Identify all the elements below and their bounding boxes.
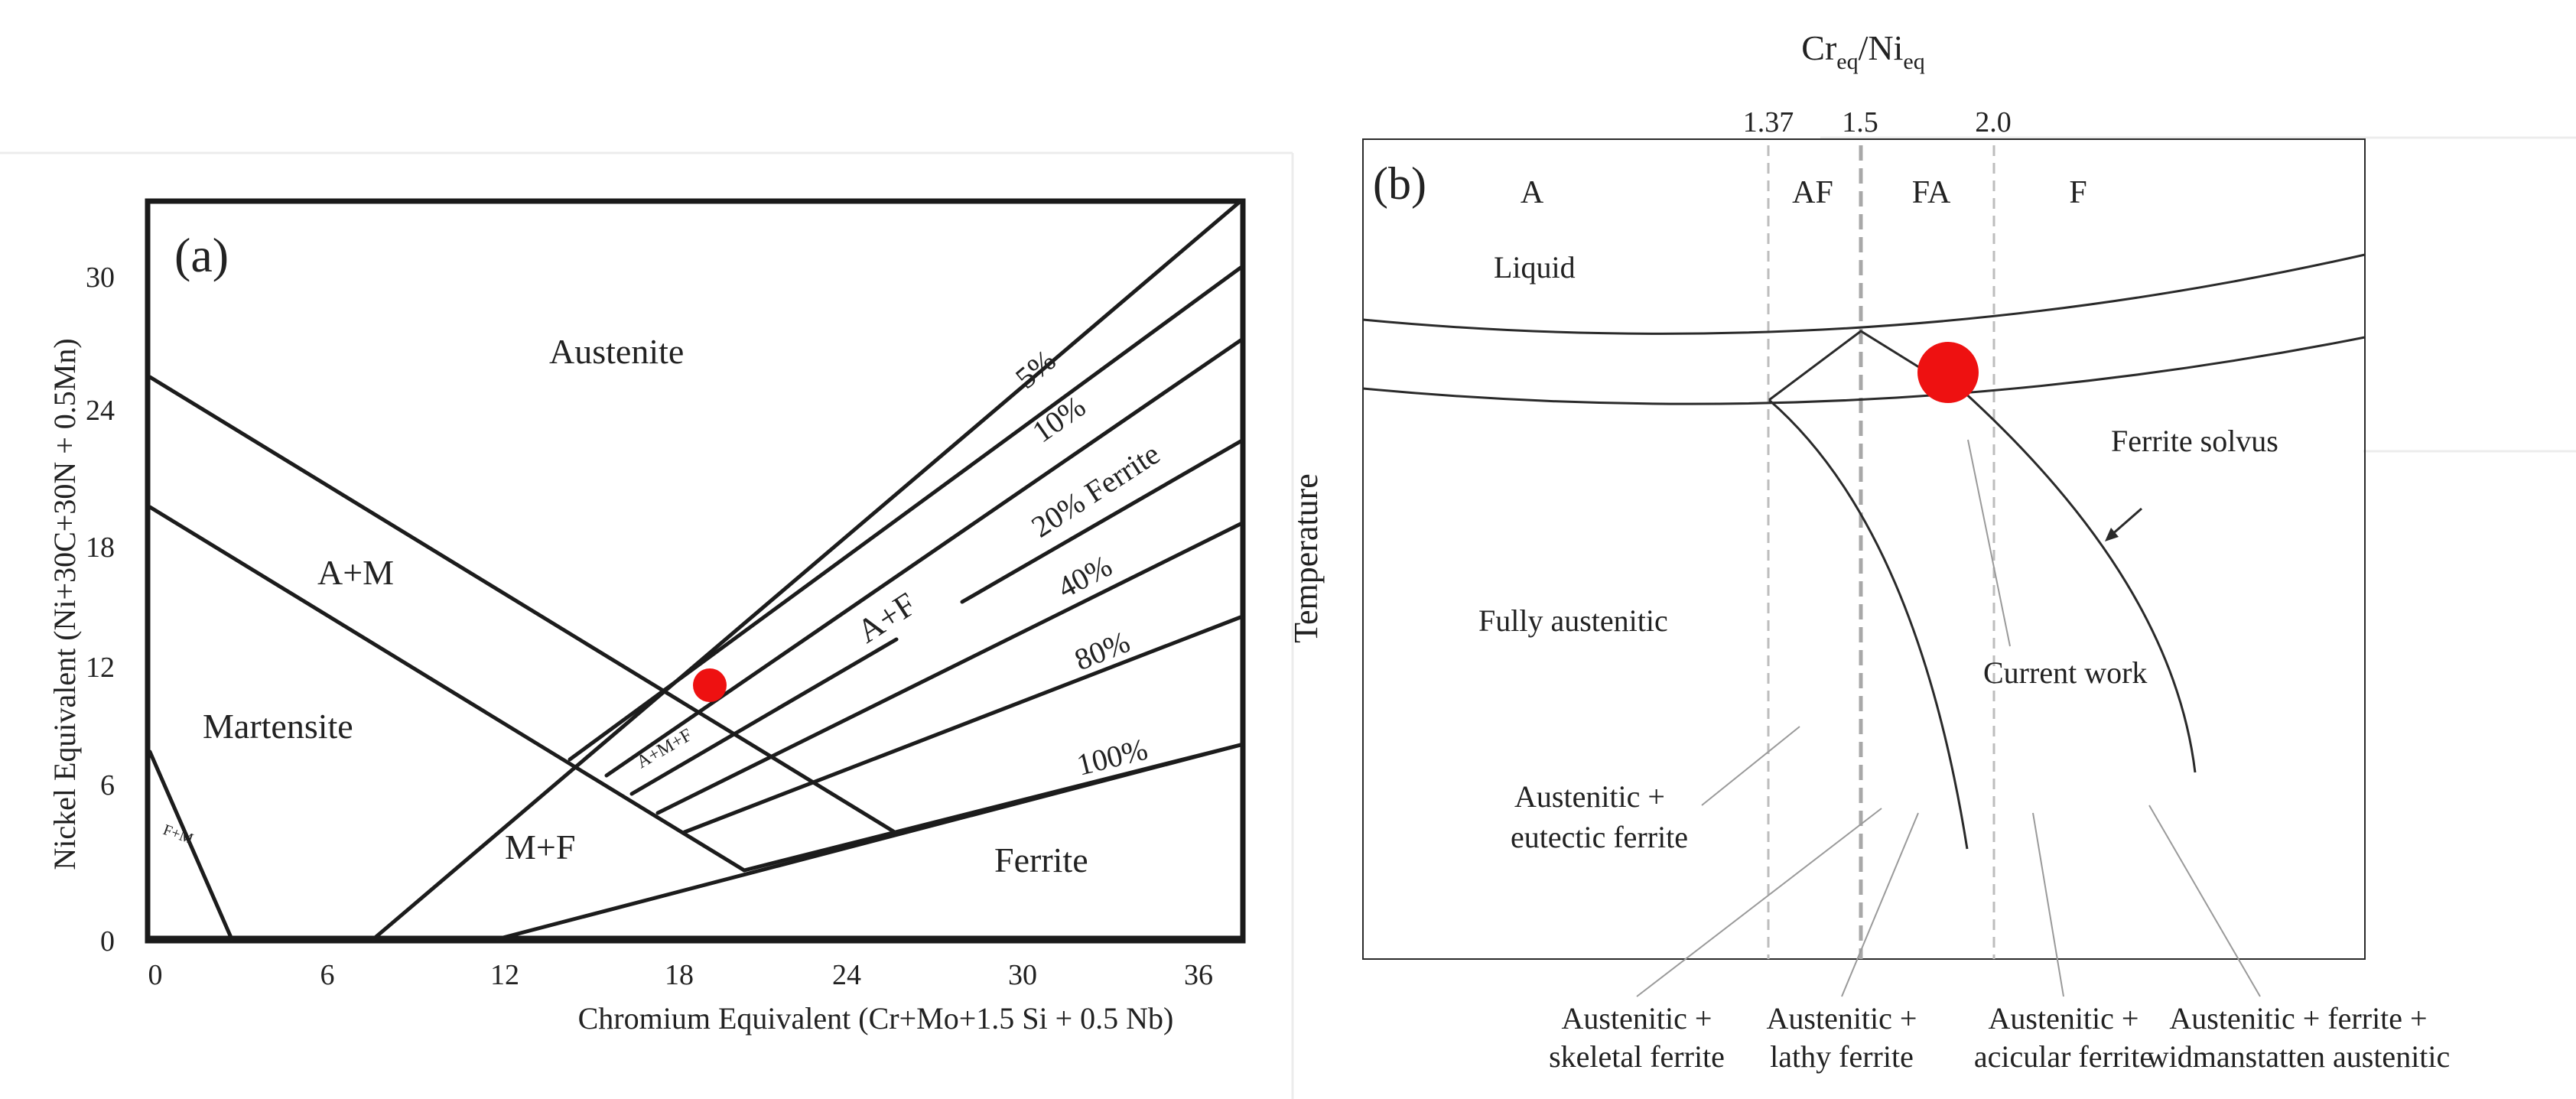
acicular-label-line1: Austenitic + xyxy=(1989,1001,2139,1036)
label-a-m: A+M xyxy=(317,553,394,592)
label-f-m: F+M xyxy=(161,821,195,847)
ferrite-line-80 xyxy=(682,615,1243,834)
label-m-f: M+F xyxy=(505,828,575,867)
annotations: Liquid Fully austenitic Ferrite solvus C… xyxy=(1478,250,2278,854)
phase-boundaries xyxy=(148,199,1243,941)
label-austenite: Austenite xyxy=(549,332,684,371)
mode-af: AF xyxy=(1792,175,1833,210)
x-tick-24: 24 xyxy=(832,959,861,991)
label-40pct: 40% xyxy=(1052,548,1117,605)
label-20pct-ferrite: 20% Ferrite xyxy=(1025,436,1166,544)
solidus-curve xyxy=(1362,336,2366,405)
y-tick-0: 0 xyxy=(100,925,115,958)
y-tick-18: 18 xyxy=(86,532,115,564)
y-tick-24: 24 xyxy=(86,395,115,427)
martensite-ferrite-boundary xyxy=(148,505,746,873)
panel-b: (b) Creq/Nieq 1.37 1.5 2.0 A AF FA F Tem… xyxy=(1287,28,2576,1074)
ratio-tick-2-0: 2.0 xyxy=(1975,106,2012,138)
ferrite-solvus-arrow-head xyxy=(2105,528,2119,541)
panel-a-y-ticks: 0 6 12 18 24 30 xyxy=(86,262,115,958)
y-tick-30: 30 xyxy=(86,262,115,294)
ratio-tick-1-37: 1.37 xyxy=(1743,106,1794,138)
ferrite-solvus-arrow-shaft xyxy=(2110,507,2142,537)
x-tick-12: 12 xyxy=(490,959,519,991)
ferrite-line-5 xyxy=(568,265,1243,762)
label-martensite: Martensite xyxy=(203,707,353,746)
ferrite-solvus-label: Ferrite solvus xyxy=(2111,424,2278,458)
label-80pct: 80% xyxy=(1070,624,1135,677)
leader-widmanstatten xyxy=(2148,805,2261,997)
lathy-label-line2: lathy ferrite xyxy=(1770,1039,1914,1074)
panel-b-label: (b) xyxy=(1373,158,1426,209)
leader-eutectic xyxy=(1701,726,1800,806)
label-a-f: A+F xyxy=(851,585,923,650)
ferrite-line-0 xyxy=(371,199,1243,941)
current-work-marker xyxy=(1917,342,1979,403)
y-tick-6: 6 xyxy=(100,769,115,801)
liquid-label: Liquid xyxy=(1494,250,1576,285)
panel-b-frame xyxy=(1362,138,2366,960)
skeletal-label-line1: Austenitic + xyxy=(1562,1001,1712,1036)
three-phase-triangle xyxy=(1768,330,1938,402)
widmanstatten-label-line1: Austenitic + ferrite + xyxy=(2169,1001,2427,1036)
skeletal-label-line2: skeletal ferrite xyxy=(1549,1039,1725,1074)
leader-acicular xyxy=(2032,812,2064,997)
bottom-labels: Austenitic + skeletal ferrite Austenitic… xyxy=(1549,1001,2450,1074)
acicular-label-line2: acicular ferrite xyxy=(1974,1039,2153,1074)
lathy-label-line1: Austenitic + xyxy=(1767,1001,1917,1036)
liquidus-curve xyxy=(1362,253,2366,335)
x-tick-18: 18 xyxy=(665,959,694,991)
ferrite-boundary-lower xyxy=(495,743,1243,941)
x-tick-6: 6 xyxy=(320,959,335,991)
leader-lathy xyxy=(1841,812,1919,997)
ratio-ticks: 1.37 1.5 2.0 xyxy=(1743,106,2012,138)
mode-a: A xyxy=(1521,175,1544,210)
ferrite-line-20-upper xyxy=(960,439,1243,604)
panel-a-x-ticks: 0 6 12 18 24 30 36 xyxy=(148,959,1214,991)
panel-a-marker xyxy=(693,668,727,702)
mode-labels: A AF FA F xyxy=(1521,175,2087,210)
x-tick-0: 0 xyxy=(148,959,163,991)
current-work-label: Current work xyxy=(1983,655,2147,690)
x-tick-36: 36 xyxy=(1184,959,1213,991)
label-ferrite: Ferrite xyxy=(994,841,1088,880)
ferrite-solvus-curve xyxy=(1960,389,2197,773)
temperature-axis-label: Temperature xyxy=(1287,473,1325,643)
ferrite-line-20-lower xyxy=(629,637,899,796)
austenite-boundary-curve xyxy=(1768,398,1969,850)
mode-f: F xyxy=(2069,175,2086,210)
eutectic-label-line1: Austenitic + xyxy=(1514,779,1665,814)
y-tick-12: 12 xyxy=(86,652,115,684)
widmanstatten-label-line2: widmanstatten austenitic xyxy=(2147,1039,2451,1074)
panel-a-frame xyxy=(145,198,1246,944)
panel-a-label: (a) xyxy=(174,228,229,282)
ratio-title: Creq/Nieq xyxy=(1801,28,1924,74)
ferrite-line-10 xyxy=(604,338,1243,778)
leader-current-work xyxy=(1967,439,2011,647)
leader-lines xyxy=(1636,439,2261,997)
ferrite-line-40 xyxy=(655,522,1243,815)
ratio-tick-1-5: 1.5 xyxy=(1842,106,1878,138)
leader-skeletal xyxy=(1636,808,1882,997)
label-5pct: 5% xyxy=(1009,343,1062,395)
panel-a: (a) 0 6 12 18 24 30 0 6 12 18 24 30 36 C… xyxy=(0,151,1294,1099)
x-tick-30: 30 xyxy=(1008,959,1037,991)
label-100pct: 100% xyxy=(1073,731,1150,782)
label-10pct: 10% xyxy=(1026,389,1091,449)
region-labels: Austenite A+M Martensite M+F Ferrite A+F… xyxy=(161,332,1088,880)
f-m-boundary xyxy=(148,749,234,941)
fully-austenitic-label: Fully austenitic xyxy=(1478,603,1668,638)
eutectic-label-line2: eutectic ferrite xyxy=(1511,820,1688,854)
mode-fa: FA xyxy=(1912,175,1951,210)
panel-a-y-label: Nickel Equivalent (Ni+30C+30N + 0.5Mn) xyxy=(47,338,82,870)
panel-a-x-label: Chromium Equivalent (Cr+Mo+1.5 Si + 0.5 … xyxy=(578,1001,1174,1036)
